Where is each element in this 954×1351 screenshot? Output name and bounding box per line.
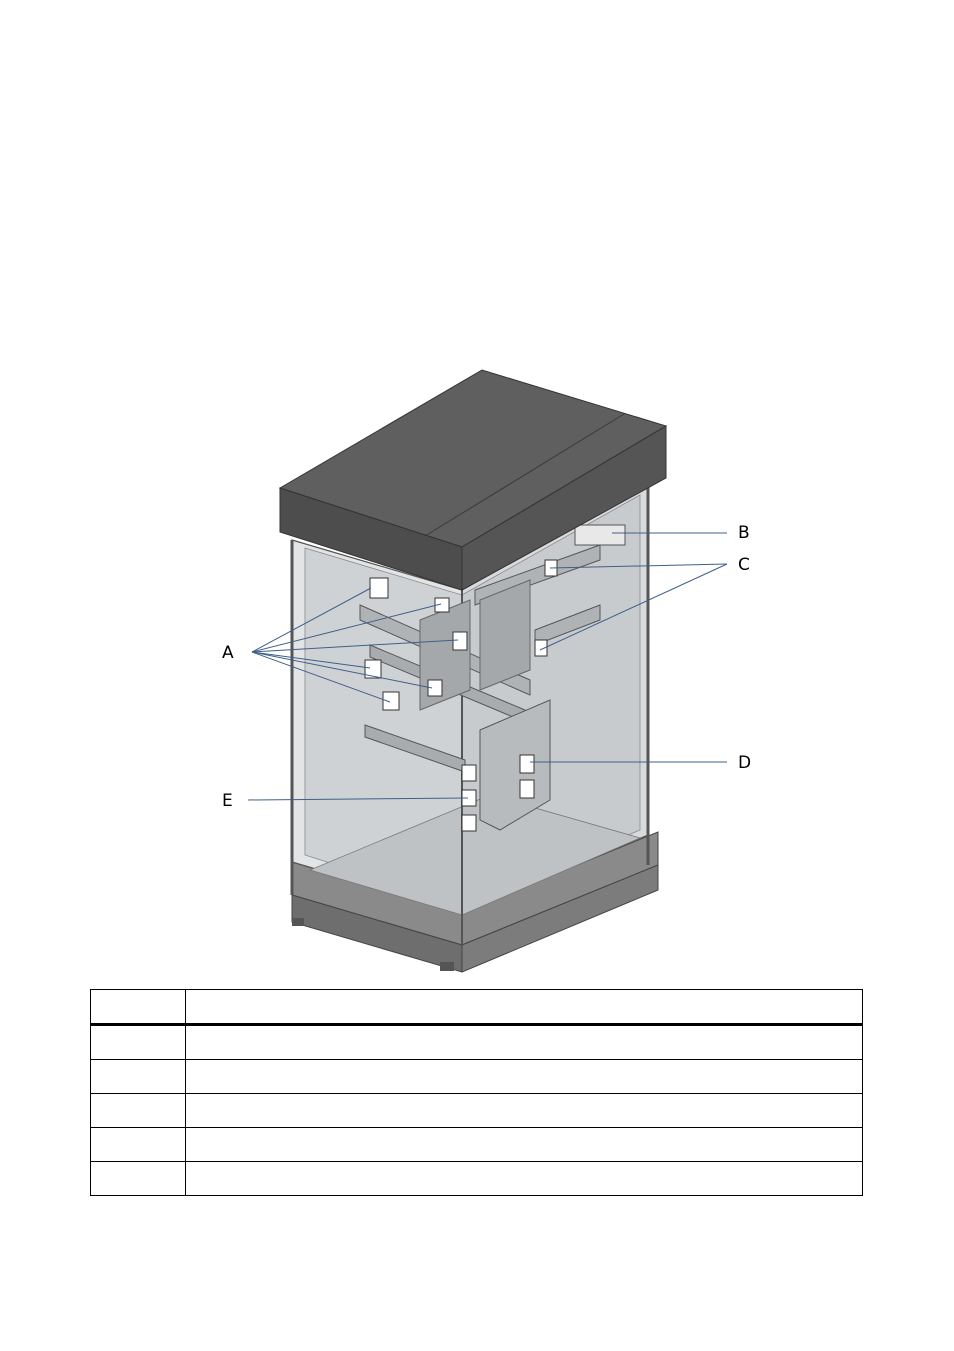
callout-label-a: A xyxy=(222,643,234,663)
terminal-lug xyxy=(434,597,450,613)
foot xyxy=(440,962,454,971)
table-row xyxy=(90,1059,863,1094)
callout-E-leader xyxy=(247,797,469,801)
table-cell-position xyxy=(90,1161,186,1196)
switch-unit xyxy=(479,579,531,691)
terminal-lug xyxy=(519,754,535,774)
table-cell-designation xyxy=(185,1059,863,1094)
terminal-lug xyxy=(452,631,468,651)
cabinet-base-side xyxy=(461,864,659,973)
table-cell-position xyxy=(90,1059,186,1094)
terminal-lug xyxy=(364,659,382,679)
callout-C-leaders xyxy=(539,563,728,651)
cabinet-floor xyxy=(308,794,642,916)
terminal-lug xyxy=(382,691,400,711)
table-cell-position xyxy=(90,1093,186,1128)
busbar xyxy=(574,524,626,546)
legend-header-position xyxy=(90,989,186,1026)
terminal-lug xyxy=(461,764,477,782)
legend-table xyxy=(90,989,863,1196)
terminal-lug xyxy=(534,639,548,657)
terminal-lug xyxy=(369,577,389,599)
callout-A-leaders xyxy=(251,587,459,703)
roof-seam xyxy=(424,413,625,537)
terminal-lug xyxy=(461,814,477,832)
legend-header-row xyxy=(90,989,863,1026)
terminal-lug xyxy=(519,779,535,799)
table-cell-designation xyxy=(185,1127,863,1162)
cabinet-roof-side xyxy=(461,425,667,591)
callout-label-c: C xyxy=(738,555,750,575)
table-cell-position xyxy=(90,1127,186,1162)
table-cell-position xyxy=(90,1024,186,1060)
table-row xyxy=(90,1024,863,1060)
legend-header-designation xyxy=(185,989,863,1026)
terminal-lug xyxy=(427,679,443,697)
table-row xyxy=(90,1093,863,1128)
cabinet-illustration: A B C D E xyxy=(222,369,751,973)
callout-label-e: E xyxy=(222,791,233,811)
table-cell-designation xyxy=(185,1093,863,1128)
foot xyxy=(292,918,304,926)
callout-label-d: D xyxy=(738,753,751,773)
table-row xyxy=(90,1127,863,1162)
table-cell-designation xyxy=(185,1024,863,1060)
callout-label-b: B xyxy=(738,523,750,543)
table-row xyxy=(90,1161,863,1196)
table-cell-designation xyxy=(185,1161,863,1196)
